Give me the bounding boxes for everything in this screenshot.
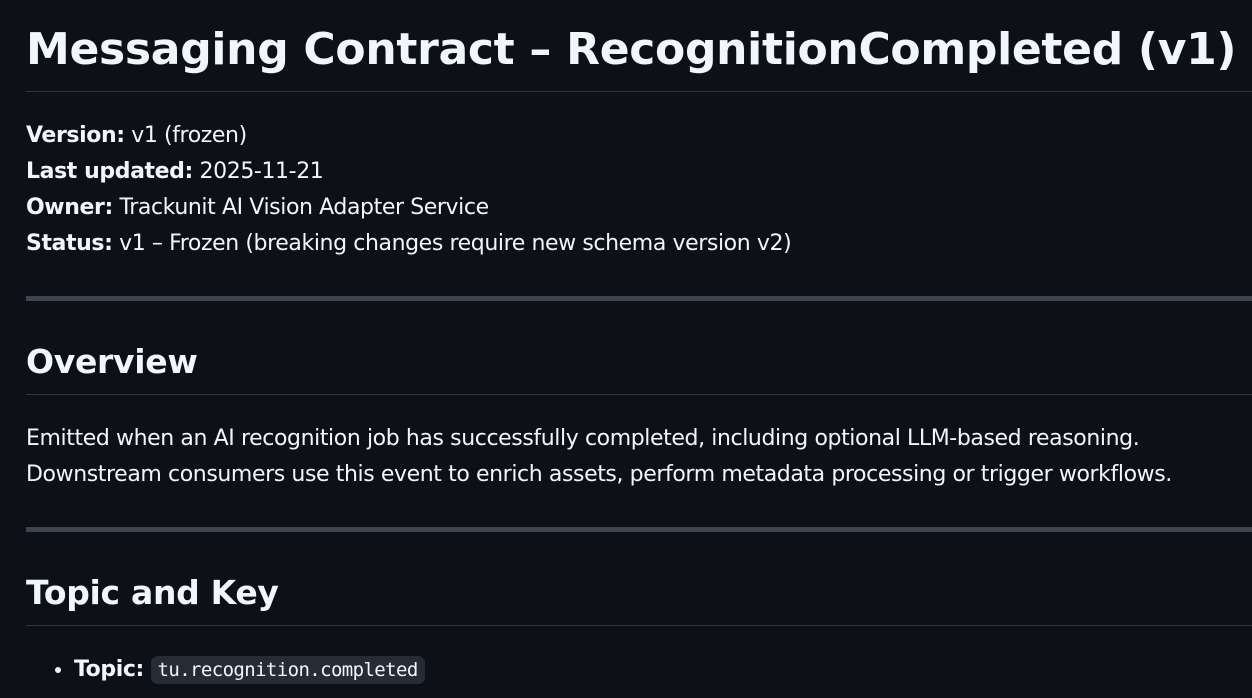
title-underline — [26, 91, 1252, 92]
metadata-label: Last updated: — [26, 159, 193, 184]
paragraph-line: Downstream consumers use this event to e… — [26, 462, 1172, 487]
metadata-label: Owner: — [26, 195, 113, 220]
metadata-value: 2025-11-21 — [192, 159, 324, 184]
overview-paragraph: Emitted when an AI recognition job has s… — [26, 421, 1172, 493]
horizontal-rule — [26, 296, 1252, 301]
list-item-label: Topic: — [74, 657, 144, 682]
section-heading-overview: Overview — [26, 342, 198, 381]
section-heading-topic-and-key: Topic and Key — [26, 573, 279, 612]
metadata-value: v1 (frozen) — [124, 123, 247, 148]
metadata-label: Version: — [26, 123, 125, 148]
topic-list: Topic: tu.recognition.completed — [26, 652, 425, 688]
metadata-owner: Owner: Trackunit AI Vision Adapter Servi… — [26, 190, 791, 226]
topic-code: tu.recognition.completed — [150, 656, 425, 684]
metadata-label: Status: — [26, 231, 113, 256]
metadata-block: Version: v1 (frozen) Last updated: 2025-… — [26, 118, 792, 262]
heading-underline — [26, 394, 1252, 395]
metadata-value: v1 – Frozen (breaking changes require ne… — [112, 231, 792, 256]
heading-underline — [26, 625, 1252, 626]
metadata-version: Version: v1 (frozen) — [26, 118, 791, 154]
metadata-value: Trackunit AI Vision Adapter Service — [112, 195, 489, 220]
paragraph-line: Emitted when an AI recognition job has s… — [26, 426, 1140, 451]
list-item-topic: Topic: tu.recognition.completed — [74, 652, 425, 688]
page-title: Messaging Contract – RecognitionComplete… — [26, 24, 1237, 75]
horizontal-rule — [26, 527, 1252, 532]
metadata-last-updated: Last updated: 2025-11-21 — [26, 154, 791, 190]
metadata-status: Status: v1 – Frozen (breaking changes re… — [26, 226, 792, 262]
